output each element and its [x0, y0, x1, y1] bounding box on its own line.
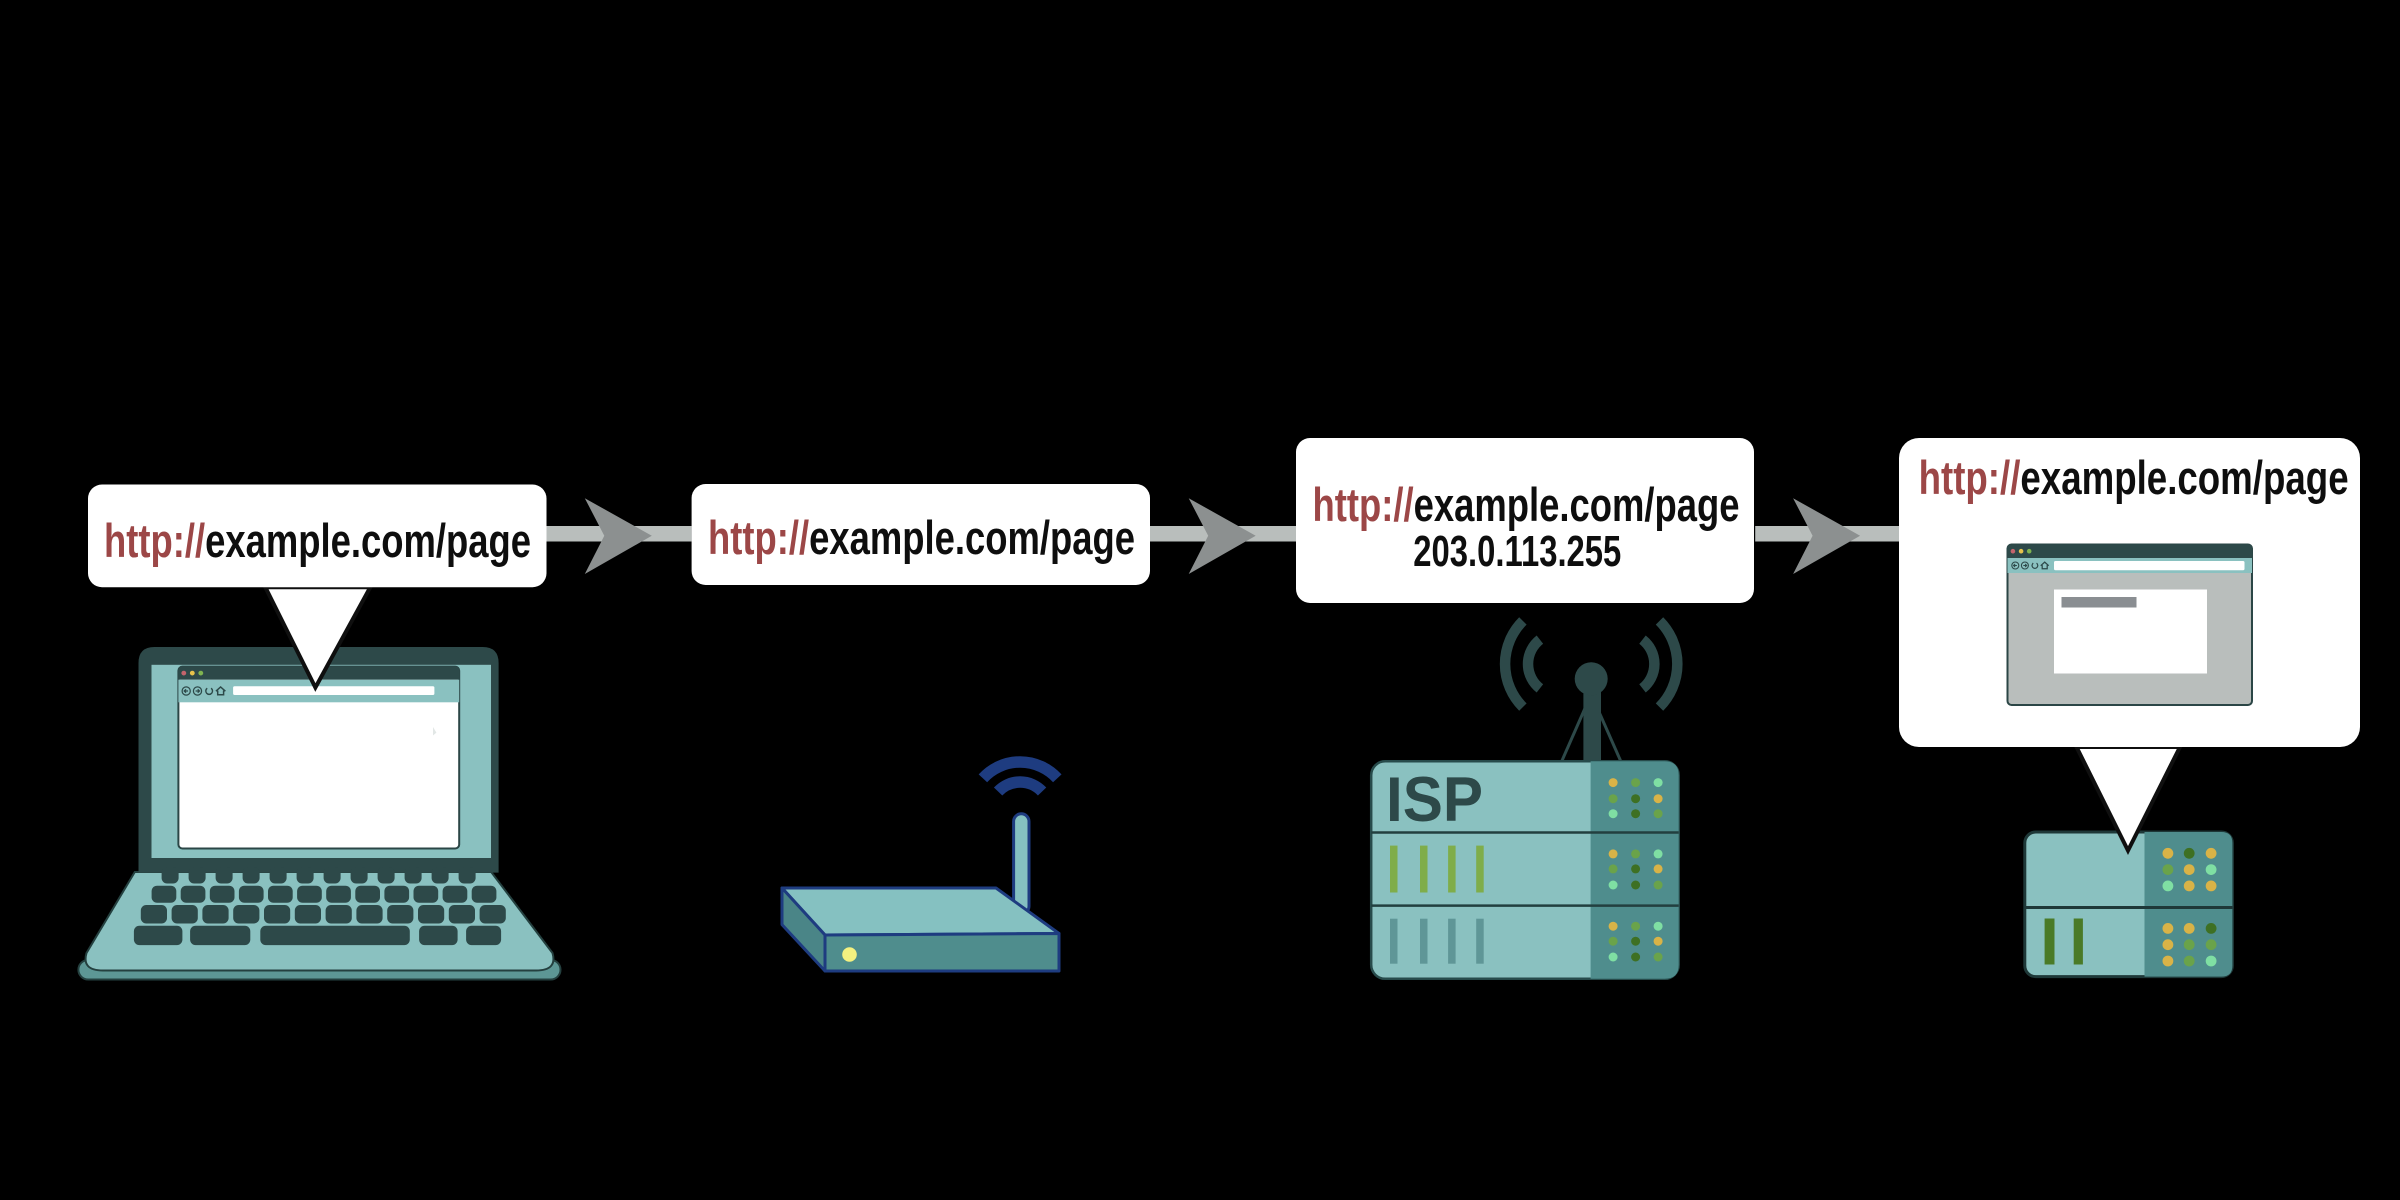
- svg-text:example.com/page: example.com/page: [2020, 452, 2348, 505]
- svg-text:ISP: ISP: [1386, 765, 1483, 835]
- svg-text:http://: http://: [1919, 452, 2021, 505]
- svg-text:http://: http://: [104, 515, 205, 568]
- svg-text:http://: http://: [708, 512, 809, 565]
- svg-text:203.0.113.255: 203.0.113.255: [1413, 527, 1621, 576]
- svg-text:example.com/page: example.com/page: [1414, 479, 1740, 532]
- svg-text:example.com/page: example.com/page: [809, 512, 1135, 565]
- svg-text:example.com/page: example.com/page: [205, 515, 531, 568]
- svg-text:http://: http://: [1313, 479, 1414, 532]
